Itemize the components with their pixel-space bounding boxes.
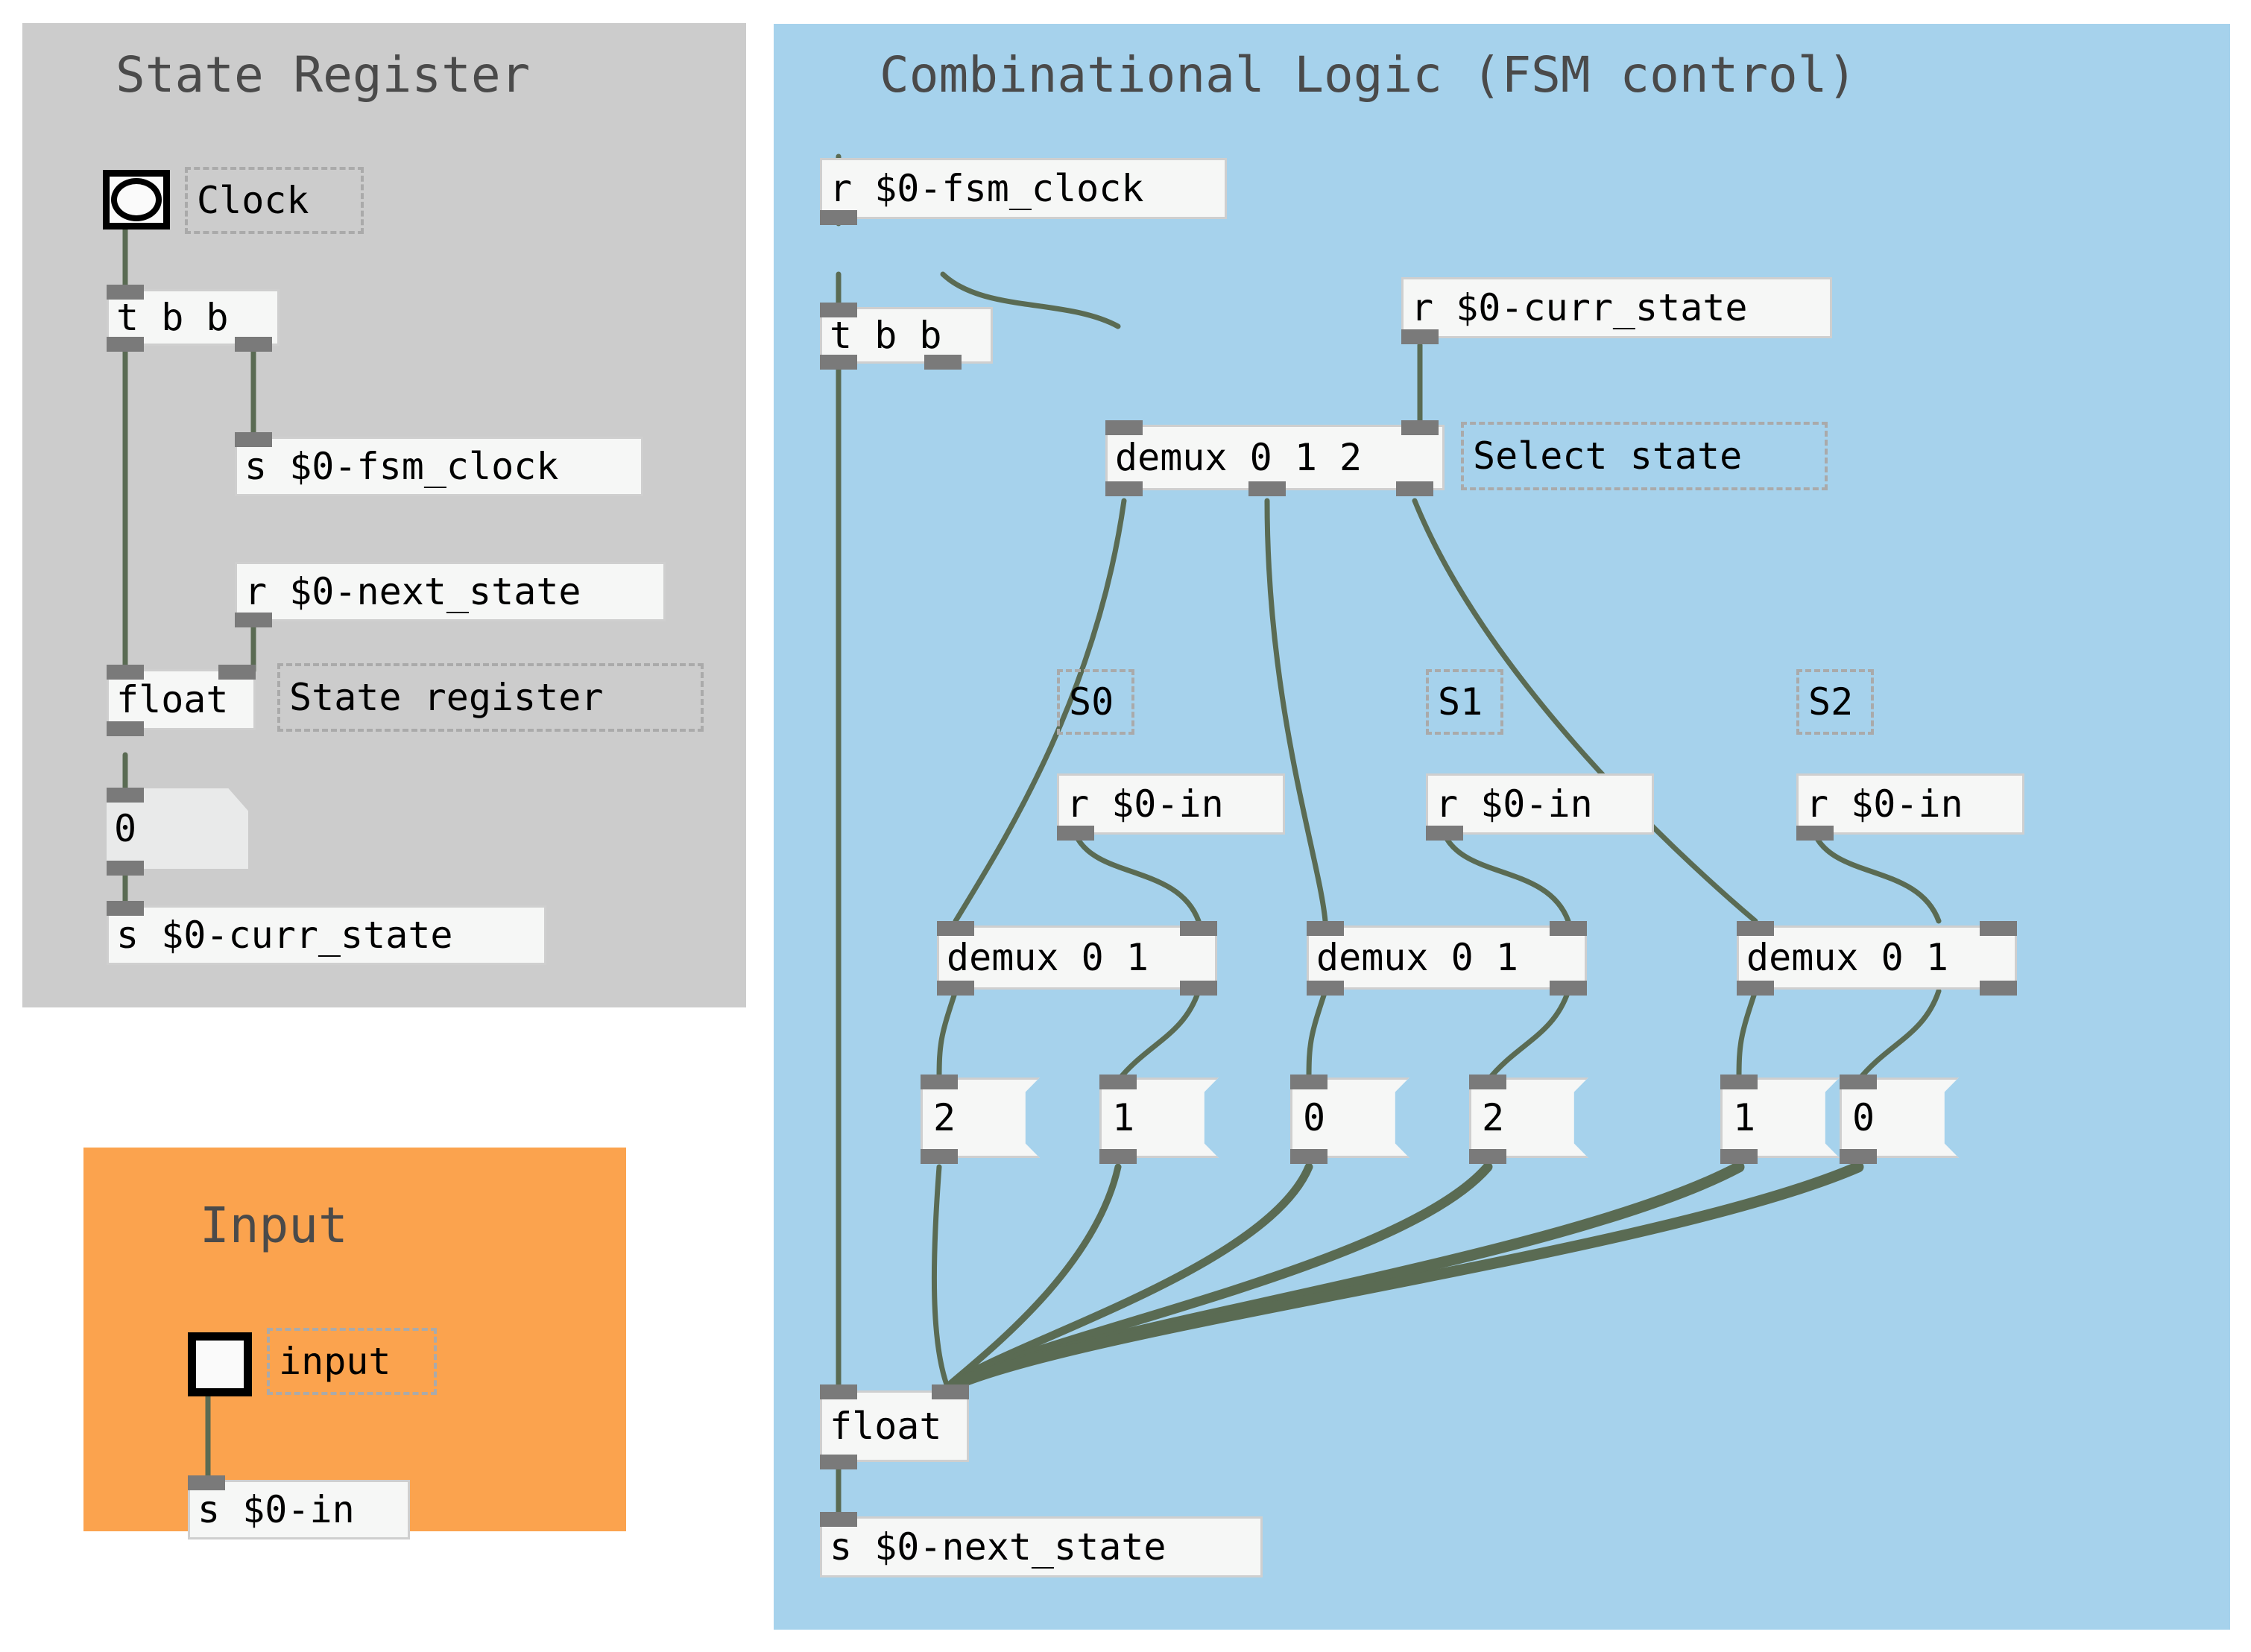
state-float-inlet-1[interactable] xyxy=(218,665,256,680)
state-register-title: State Register xyxy=(116,46,531,104)
s0-demux-outlet-0[interactable] xyxy=(937,981,974,996)
demux-state-object[interactable]: demux 0 1 2 xyxy=(1105,425,1445,490)
receive-curr-state-object[interactable]: r $0-curr_state xyxy=(1401,277,1832,338)
state-label-s1: S1 xyxy=(1426,669,1503,735)
clock-comment: Clock xyxy=(185,167,364,234)
s1-message-1[interactable]: 2 xyxy=(1469,1077,1588,1158)
select-state-comment: Select state xyxy=(1461,422,1828,490)
receive-fsm-clock-object[interactable]: r $0-fsm_clock xyxy=(820,158,1227,219)
input-panel-title: Input xyxy=(200,1197,348,1254)
send-curr-state-inlet-0[interactable] xyxy=(107,901,144,916)
s0-message-1-outlet[interactable] xyxy=(1099,1149,1137,1164)
s1-demux-outlet-1[interactable] xyxy=(1550,981,1587,996)
state-trigger-outlet-0[interactable] xyxy=(107,337,144,352)
input-toggle[interactable] xyxy=(188,1332,252,1396)
logic-trigger-object[interactable]: t b b xyxy=(820,307,993,364)
s0-demux-inlet-1[interactable] xyxy=(1180,921,1217,936)
logic-trigger-outlet-0[interactable] xyxy=(820,355,857,370)
receive-curr-state-outlet-0[interactable] xyxy=(1401,329,1439,344)
s1-receive-in-outlet-0[interactable] xyxy=(1426,826,1463,841)
combinational-logic-title: Combinational Logic (FSM control) xyxy=(880,46,1857,104)
demux-state-outlet-2[interactable] xyxy=(1396,481,1433,496)
send-fsm-clock-object[interactable]: s $0-fsm_clock xyxy=(235,437,643,496)
send-next-state-object[interactable]: s $0-next_state xyxy=(820,1516,1263,1577)
demux-state-inlet-1[interactable] xyxy=(1401,420,1439,435)
state-register-comment: State register xyxy=(277,663,704,732)
s1-demux-inlet-1[interactable] xyxy=(1550,921,1587,936)
s2-demux-outlet-1[interactable] xyxy=(1980,981,2017,996)
state-float-inlet-0[interactable] xyxy=(107,665,144,680)
send-in-object[interactable]: s $0-in xyxy=(188,1480,410,1539)
send-in-inlet-0[interactable] xyxy=(188,1475,225,1490)
logic-trigger-inlet-0[interactable] xyxy=(820,303,857,317)
logic-float-object[interactable]: float xyxy=(820,1390,969,1462)
s2-message-1-inlet[interactable] xyxy=(1840,1075,1877,1089)
s2-message-1-outlet[interactable] xyxy=(1840,1149,1877,1164)
state-float-outlet-0[interactable] xyxy=(107,721,144,736)
s1-demux-inlet-0[interactable] xyxy=(1307,921,1344,936)
s1-message-0-inlet[interactable] xyxy=(1290,1075,1327,1089)
s2-demux-inlet-0[interactable] xyxy=(1737,921,1774,936)
logic-trigger-outlet-1[interactable] xyxy=(924,355,962,370)
receive-next-state-outlet-0[interactable] xyxy=(235,613,272,627)
s2-demux-object[interactable]: demux 0 1 xyxy=(1737,925,2017,990)
demux-state-outlet-0[interactable] xyxy=(1105,481,1143,496)
s1-demux-object[interactable]: demux 0 1 xyxy=(1307,925,1587,990)
s2-message-1[interactable]: 0 xyxy=(1840,1077,1959,1158)
logic-float-inlet-0[interactable] xyxy=(820,1384,857,1399)
s0-receive-in-object[interactable]: r $0-in xyxy=(1057,773,1285,835)
s1-message-1-outlet[interactable] xyxy=(1469,1149,1506,1164)
s0-message-1-inlet[interactable] xyxy=(1099,1075,1137,1089)
s2-receive-in-outlet-0[interactable] xyxy=(1796,826,1834,841)
s0-demux-object[interactable]: demux 0 1 xyxy=(937,925,1217,990)
s0-message-0-inlet[interactable] xyxy=(921,1075,958,1089)
s0-message-0[interactable]: 2 xyxy=(921,1077,1040,1158)
state-label-s2: S2 xyxy=(1796,669,1874,735)
s0-demux-outlet-1[interactable] xyxy=(1180,981,1217,996)
send-curr-state-object[interactable]: s $0-curr_state xyxy=(107,905,546,965)
s2-message-0[interactable]: 1 xyxy=(1720,1077,1840,1158)
s1-message-0[interactable]: 0 xyxy=(1290,1077,1409,1158)
logic-float-outlet-0[interactable] xyxy=(820,1455,857,1469)
send-next-state-inlet-0[interactable] xyxy=(820,1512,857,1527)
input-panel xyxy=(83,1148,626,1531)
s1-message-0-outlet[interactable] xyxy=(1290,1149,1327,1164)
clock-bang-button[interactable] xyxy=(103,170,170,230)
s2-message-0-inlet[interactable] xyxy=(1720,1075,1758,1089)
s1-message-1-inlet[interactable] xyxy=(1469,1075,1506,1089)
state-trigger-outlet-1[interactable] xyxy=(235,337,272,352)
s0-demux-inlet-0[interactable] xyxy=(937,921,974,936)
s2-message-0-outlet[interactable] xyxy=(1720,1149,1758,1164)
curr-state-number-outlet-0[interactable] xyxy=(107,861,144,876)
s0-message-1[interactable]: 1 xyxy=(1099,1077,1219,1158)
logic-float-inlet-1[interactable] xyxy=(932,1384,969,1399)
s2-demux-outlet-0[interactable] xyxy=(1737,981,1774,996)
state-label-s0: S0 xyxy=(1057,669,1134,735)
s0-receive-in-outlet-0[interactable] xyxy=(1057,826,1094,841)
s1-demux-outlet-0[interactable] xyxy=(1307,981,1344,996)
curr-state-number-inlet-0[interactable] xyxy=(107,788,144,803)
s1-receive-in-object[interactable]: r $0-in xyxy=(1426,773,1654,835)
demux-state-inlet-0[interactable] xyxy=(1105,420,1143,435)
receive-fsm-clock-outlet-0[interactable] xyxy=(820,210,857,225)
input-toggle-comment: input xyxy=(267,1328,437,1395)
s2-receive-in-object[interactable]: r $0-in xyxy=(1796,773,2024,835)
state-trigger-inlet-0[interactable] xyxy=(107,285,144,300)
s0-message-0-outlet[interactable] xyxy=(921,1149,958,1164)
receive-next-state-object[interactable]: r $0-next_state xyxy=(235,562,666,621)
s2-demux-inlet-1[interactable] xyxy=(1980,921,2017,936)
demux-state-outlet-1[interactable] xyxy=(1248,481,1286,496)
send-fsm-clock-inlet-0[interactable] xyxy=(235,432,272,447)
